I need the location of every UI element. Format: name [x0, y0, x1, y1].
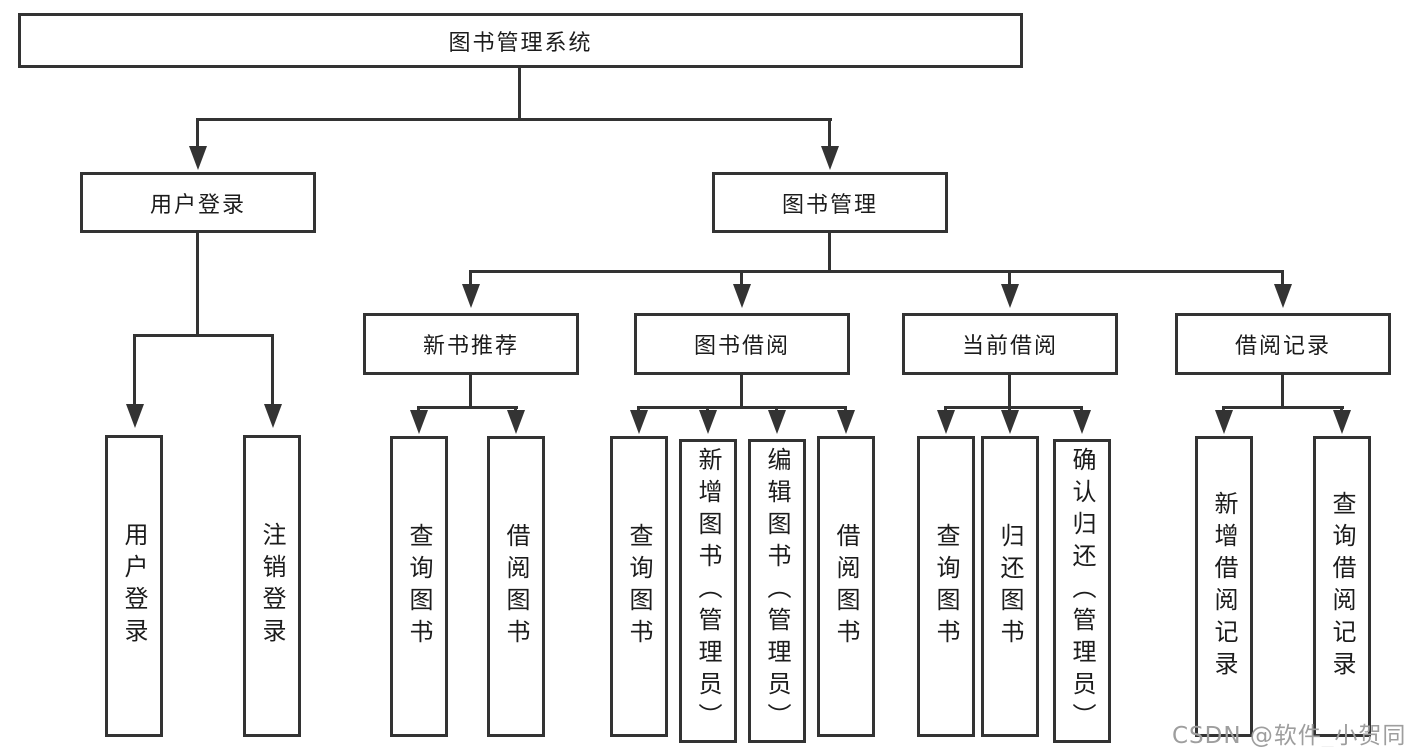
csdn-watermark: CSDN @软件_小贺同学: [1172, 723, 1405, 747]
node-book-management: 图书管理: [712, 172, 948, 233]
arrow-down-icon: [699, 410, 717, 434]
leaf-borrow-books-recommend: 借阅图书: [487, 436, 545, 737]
leaf-label: 编辑图书（管理员）: [763, 447, 791, 735]
leaf-return-books: 归还图书: [981, 436, 1039, 737]
arrow-down-icon: [264, 404, 282, 428]
node-label: 图书借阅: [693, 334, 790, 359]
node-book-borrowing: 图书借阅: [634, 313, 850, 375]
leaf-add-book-admin: 新增图书（管理员）: [679, 439, 737, 743]
arrow-down-icon: [937, 410, 955, 434]
node-label: 新书推荐: [422, 334, 519, 359]
connector-line: [1008, 375, 1011, 408]
leaf-query-borrow-record: 查询借阅记录: [1313, 436, 1371, 737]
connector-line: [828, 233, 831, 272]
connector-line: [469, 270, 472, 288]
arrow-down-icon: [733, 284, 751, 308]
node-label: 图书管理系统: [448, 30, 593, 56]
leaf-user-login: 用户登录: [105, 435, 163, 737]
arrow-down-icon: [1001, 410, 1019, 434]
node-borrowing-records: 借阅记录: [1175, 313, 1391, 375]
arrow-down-icon: [768, 410, 786, 434]
leaf-confirm-return-admin: 确认归还（管理员）: [1053, 439, 1111, 743]
node-label: 当前借阅: [961, 334, 1058, 359]
leaf-label: 借阅图书: [502, 522, 530, 651]
leaf-label: 查询图书: [405, 522, 433, 651]
connector-line: [196, 118, 832, 121]
connector-line: [196, 233, 199, 336]
connector-line: [944, 406, 1083, 409]
arrow-down-icon: [630, 410, 648, 434]
arrow-down-icon: [837, 410, 855, 434]
node-user-login: 用户登录: [80, 172, 316, 233]
leaf-label: 归还图书: [996, 522, 1024, 651]
node-new-book-recommendation: 新书推荐: [363, 313, 579, 375]
leaf-borrow-books-borrowing: 借阅图书: [817, 436, 875, 737]
node-library-management-system: 图书管理系统: [18, 13, 1023, 68]
leaf-add-borrow-record: 新增借阅记录: [1195, 436, 1253, 737]
connector-line: [828, 118, 831, 148]
connector-line: [1281, 375, 1284, 408]
arrow-down-icon: [126, 404, 144, 428]
node-current-borrowing: 当前借阅: [902, 313, 1118, 375]
arrow-down-icon: [821, 146, 839, 170]
leaf-label: 查询图书: [625, 522, 653, 651]
connector-line: [1281, 270, 1284, 288]
connector-line: [1222, 406, 1344, 409]
arrow-down-icon: [189, 146, 207, 170]
leaf-label: 新增借阅记录: [1210, 490, 1238, 683]
arrow-down-icon: [1333, 410, 1351, 434]
connector-line: [469, 375, 472, 408]
connector-line: [133, 334, 274, 337]
leaf-logout: 注销登录: [243, 435, 301, 737]
leaf-label: 查询借阅记录: [1328, 490, 1356, 683]
connector-line: [740, 270, 743, 288]
leaf-label: 新增图书（管理员）: [694, 447, 722, 735]
connector-line: [417, 406, 518, 409]
arrow-down-icon: [1073, 410, 1091, 434]
connector-line: [196, 118, 199, 148]
connector-line: [133, 334, 136, 406]
connector-line: [740, 375, 743, 408]
arrow-down-icon: [410, 410, 428, 434]
node-label: 借阅记录: [1234, 334, 1331, 359]
leaf-edit-book-admin: 编辑图书（管理员）: [748, 439, 806, 743]
connector-line: [1008, 270, 1011, 288]
leaf-label: 借阅图书: [832, 522, 860, 651]
connector-line: [637, 406, 847, 409]
leaf-query-books-recommend: 查询图书: [390, 436, 448, 737]
arrow-down-icon: [462, 284, 480, 308]
leaf-query-books-borrowing: 查询图书: [610, 436, 668, 737]
leaf-label: 确认归还（管理员）: [1068, 447, 1096, 735]
leaf-label: 查询图书: [932, 522, 960, 651]
leaf-query-books-current: 查询图书: [917, 436, 975, 737]
arrow-down-icon: [1215, 410, 1233, 434]
arrow-down-icon: [1001, 284, 1019, 308]
connector-line: [518, 67, 521, 120]
node-label: 用户登录: [149, 192, 246, 218]
leaf-label: 注销登录: [258, 522, 286, 650]
node-label: 图书管理: [781, 192, 878, 218]
leaf-label: 用户登录: [120, 522, 148, 650]
connector-line: [271, 334, 274, 406]
connector-line: [469, 270, 1284, 273]
arrow-down-icon: [1274, 284, 1292, 308]
arrow-down-icon: [507, 410, 525, 434]
